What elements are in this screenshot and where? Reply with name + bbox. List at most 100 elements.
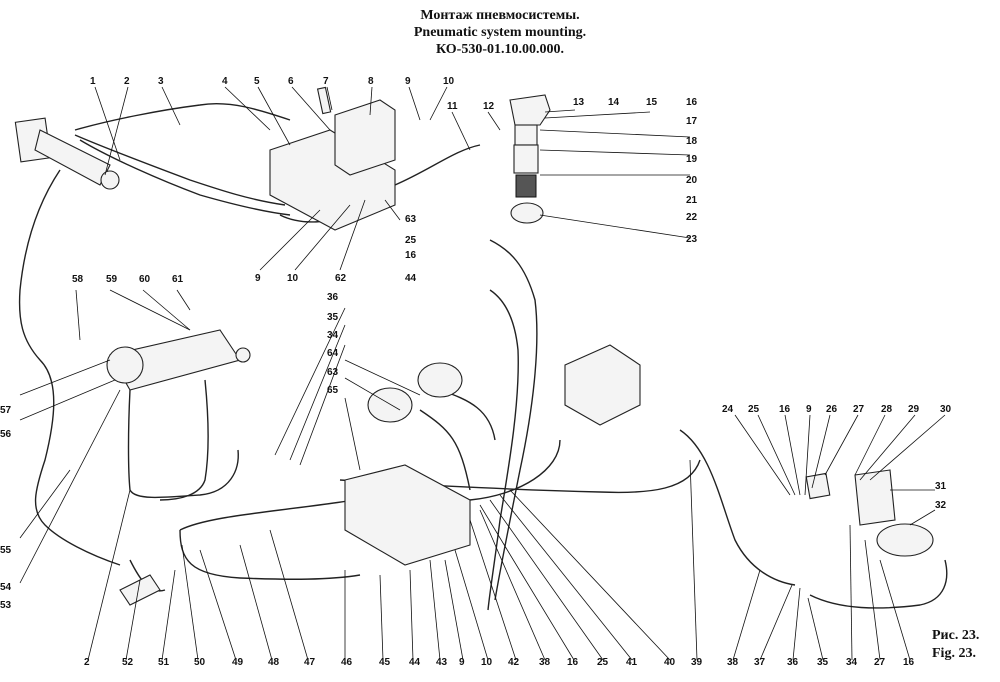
callout-number: 25: [748, 404, 760, 415]
callout-number: 55: [0, 545, 12, 556]
callout-number: 58: [72, 274, 84, 285]
callout-number: 53: [0, 600, 12, 611]
leader-lines: [19, 86, 946, 661]
callout-number: 16: [567, 657, 579, 668]
callout-number: 13: [573, 97, 585, 108]
crane-valve: [119, 574, 161, 606]
callout-number: 47: [304, 657, 316, 668]
callout-number: 48: [268, 657, 280, 668]
callout-number: 40: [664, 657, 676, 668]
callout-number: 41: [626, 657, 638, 668]
valve-cap: [510, 202, 544, 224]
callout-number: 65: [327, 385, 339, 396]
callout-number: 37: [754, 657, 766, 668]
callout-number: 54: [0, 582, 12, 593]
figure-label-ru: Рис. 23.: [932, 628, 980, 643]
callout-number: 10: [481, 657, 493, 668]
callout-number: 27: [853, 404, 865, 415]
callout-number: 34: [846, 657, 858, 668]
callout-number: 63: [405, 214, 417, 225]
callout-number: 60: [139, 274, 151, 285]
callout-number: 63: [327, 367, 339, 378]
callout-number: 29: [908, 404, 920, 415]
callout-number: 50: [194, 657, 206, 668]
callout-number: 44: [409, 657, 421, 668]
callout-number: 35: [817, 657, 829, 668]
drawing-number: КО-530-01.10.00.000.: [435, 42, 565, 57]
callout-number: 1: [90, 76, 96, 87]
callout-number: 39: [691, 657, 703, 668]
title-en: Pneumatic system mounting.: [413, 25, 587, 40]
callout-number: 52: [122, 657, 134, 668]
callout-number: 6: [288, 76, 294, 87]
callout-number: 38: [727, 657, 739, 668]
callout-number: 42: [508, 657, 520, 668]
callout-number: 16: [779, 404, 791, 415]
callout-number: 25: [597, 657, 609, 668]
callout-number: 34: [327, 330, 339, 341]
callout-number: 43: [436, 657, 448, 668]
callout-number: 23: [686, 234, 698, 245]
callout-number: 16: [405, 250, 417, 261]
callout-number: 18: [686, 136, 698, 147]
callout-number: 5: [254, 76, 260, 87]
title-ru: Монтаж пневмосистемы.: [420, 8, 580, 23]
brake-chamber-right: [876, 523, 934, 557]
callout-number: 9: [806, 404, 812, 415]
cylinder-rod-end: [235, 347, 251, 363]
figure-label-en: Fig. 23.: [932, 646, 976, 661]
callout-number: 11: [447, 101, 458, 112]
callout-number: 36: [327, 292, 339, 303]
callout-number: 56: [0, 429, 12, 440]
callout-number: 9: [405, 76, 411, 87]
callout-number: 9: [255, 273, 261, 284]
brake-chamber-2: [417, 362, 463, 398]
valve-spring: [515, 174, 537, 198]
callout-number: 20: [686, 175, 698, 186]
callout-number: 59: [106, 274, 118, 285]
pin: [316, 86, 332, 115]
callout-number: 62: [335, 273, 347, 284]
callout-number: 14: [608, 97, 620, 108]
cylinder-eye: [100, 170, 120, 190]
callout-number: 10: [443, 76, 455, 87]
callout-number: 17: [686, 116, 698, 127]
callout-number: 28: [881, 404, 893, 415]
cylinder-flange: [106, 346, 144, 384]
callout-number: 45: [379, 657, 391, 668]
callout-number: 16: [903, 657, 915, 668]
callout-number: 27: [874, 657, 886, 668]
callout-number: 2: [124, 76, 130, 87]
callout-number: 44: [405, 273, 417, 284]
callout-number: 31: [935, 481, 947, 492]
callout-number: 8: [368, 76, 374, 87]
valve-block-center: [344, 464, 471, 566]
callout-number: 49: [232, 657, 244, 668]
callout-number: 7: [323, 76, 329, 87]
callout-number: 38: [539, 657, 551, 668]
callout-number: 15: [646, 97, 658, 108]
valve-block-right: [564, 344, 641, 426]
callout-number: 57: [0, 405, 12, 416]
callout-number: 3: [158, 76, 164, 87]
callout-number: 26: [826, 404, 838, 415]
callout-number: 10: [287, 273, 299, 284]
plate: [805, 472, 831, 500]
callout-number: 35: [327, 312, 339, 323]
callout-number: 21: [686, 195, 698, 206]
callout-number: 19: [686, 154, 698, 165]
valve-cover-top: [334, 99, 396, 176]
callout-number: 46: [341, 657, 353, 668]
mounting-bracket: [854, 469, 896, 526]
callout-number: 4: [222, 76, 228, 87]
callout-number: 2: [84, 657, 90, 668]
callout-number: 36: [787, 657, 799, 668]
callout-number: 22: [686, 212, 698, 223]
callout-number: 9: [459, 657, 465, 668]
callout-number: 30: [940, 404, 952, 415]
brake-chamber-1: [367, 387, 413, 423]
callout-number: 25: [405, 235, 417, 246]
